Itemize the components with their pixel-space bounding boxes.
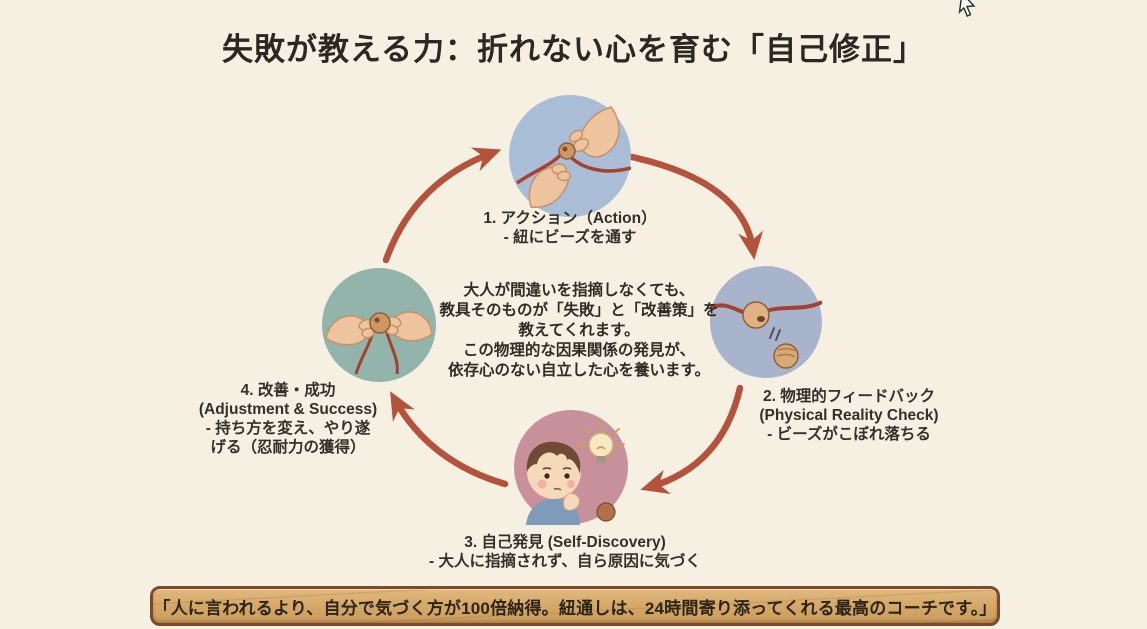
arrow-step3-to-step4 xyxy=(390,391,509,488)
hands-success-illustration xyxy=(322,268,436,382)
arrow-step1-to-step2 xyxy=(628,153,764,260)
bead-falling-illustration xyxy=(710,266,822,378)
quote-banner: 「人に言われるより、自分で気づく方が100倍納得。紐通しは、24時間寄り添ってく… xyxy=(150,586,1000,626)
quote-text: 「人に言われるより、自分で気づく方が100倍納得。紐通しは、24時間寄り添ってく… xyxy=(153,598,997,618)
mouse-cursor-icon xyxy=(958,0,976,17)
arrow-step4-to-step1 xyxy=(382,147,502,264)
arrow-step2-to-step3 xyxy=(640,384,744,495)
hands-threading-bead-illustration xyxy=(509,95,631,217)
step1-circle xyxy=(509,95,631,217)
step3-circle xyxy=(514,410,629,525)
step2-label: 2. 物理的フィードバック (Physical Reality Check) -… xyxy=(759,388,939,443)
page-title: 失敗が教える力：折れない心を育む「自己修正」 xyxy=(221,32,926,67)
step2-circle xyxy=(710,266,822,378)
thinking-child-illustration xyxy=(514,410,628,525)
lightbulb-icon xyxy=(577,420,625,463)
center-note: 大人が間違いを指摘しなくても、 教具そのものが「失敗」と「改善策」を 教えてくれ… xyxy=(439,282,719,379)
step4-label: 4. 改善・成功 (Adjustment & Success) - 持ち方を変え… xyxy=(198,382,378,456)
step1-label: 1. アクション（Action） - 紐にビーズを通す xyxy=(483,210,657,246)
step4-circle xyxy=(322,268,436,382)
step3-label: 3. 自己発見 (Self-Discovery) - 大人に指摘されず、自ら原因… xyxy=(429,534,701,570)
